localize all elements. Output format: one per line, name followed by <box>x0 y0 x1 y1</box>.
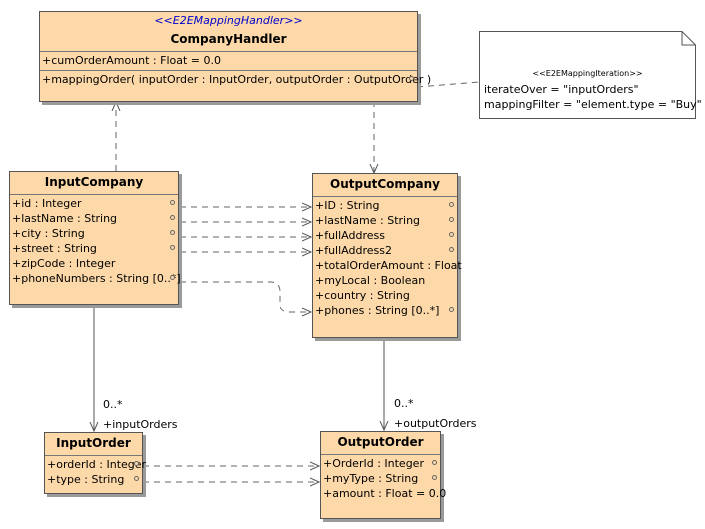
operation-row: +mappingOrder( inputOrder : InputOrder, … <box>42 73 432 86</box>
note-e2emappingiteration[interactable]: <<E2EMappingIteration>> iterateOver = "i… <box>479 31 702 119</box>
attributes-section: +orderId : Integer +type : String <box>45 455 147 489</box>
note-stereotype: <<E2EMappingIteration>> <box>532 69 643 78</box>
class-header: OutputCompany <box>313 174 457 196</box>
attribute-row: +phones : String [0..*] <box>315 303 457 318</box>
port-icon <box>170 200 175 205</box>
attribute-row: +OrderId : Integer <box>323 456 440 471</box>
class-name: InputCompany <box>44 175 144 189</box>
note-line: iterateOver = "inputOrders" <box>484 83 639 96</box>
attributes-section: +ID : String +lastName : String +fullAdd… <box>313 196 462 320</box>
port-icon <box>170 215 175 220</box>
role-label: +outputOrders <box>394 417 477 430</box>
class-header: <<E2EMappingHandler>> CompanyHandler <box>40 12 417 46</box>
port-icon <box>134 476 139 481</box>
operations-section: +mappingOrder( inputOrder : InputOrder, … <box>40 70 432 89</box>
class-name: OutputCompany <box>330 177 440 191</box>
port-icon <box>432 460 437 465</box>
attribute-row: +street : String <box>12 241 178 256</box>
class-outputorder[interactable]: OutputOrder +OrderId : Integer +myType :… <box>320 431 447 519</box>
port-icon <box>409 76 414 81</box>
note-shape <box>479 31 696 119</box>
port-icon <box>449 247 454 252</box>
attribute-row: +totalOrderAmount : Float <box>315 259 462 272</box>
attribute-row: +phoneNumbers : String [0..*] <box>12 272 181 285</box>
stereotype-label: <<E2EMappingHandler>> <box>154 14 303 27</box>
attribute-row: +city : String <box>12 226 178 241</box>
attribute-row: +type : String <box>47 472 142 487</box>
attribute-row: +fullAddress <box>315 228 457 243</box>
attribute-row: +myType : String <box>323 471 440 486</box>
attribute-row: +myLocal : Boolean <box>315 274 426 287</box>
mapping-phones <box>180 281 311 312</box>
attribute-row: +country : String <box>315 289 410 302</box>
port-icon <box>432 475 437 480</box>
class-companyhandler[interactable]: <<E2EMappingHandler>> CompanyHandler +cu… <box>39 11 432 102</box>
port-icon <box>449 217 454 222</box>
class-header: OutputOrder <box>321 432 440 454</box>
port-icon <box>170 275 175 280</box>
class-name: InputOrder <box>56 436 131 450</box>
attribute-row: +ID : String <box>315 198 457 213</box>
class-name: OutputOrder <box>337 435 424 449</box>
attribute-row: +orderId : Integer <box>47 458 147 471</box>
class-outputcompany[interactable]: OutputCompany +ID : String +lastName : S… <box>312 173 462 338</box>
attribute-row: +lastName : String <box>315 213 457 228</box>
attribute-row: +amount : Float = 0.0 <box>323 487 447 500</box>
attribute-row: +zipCode : Integer <box>12 257 116 270</box>
attributes-section: +cumOrderAmount : Float = 0.0 <box>40 51 417 70</box>
port-icon <box>170 245 175 250</box>
attribute-row: +cumOrderAmount : Float = 0.0 <box>42 54 222 67</box>
class-inputorder[interactable]: InputOrder +orderId : Integer +type : St… <box>44 432 147 494</box>
role-label: +inputOrders <box>103 418 178 431</box>
port-icon <box>134 461 139 466</box>
multiplicity-label: 0..* <box>103 398 123 411</box>
class-header: InputCompany <box>10 172 178 194</box>
port-icon <box>449 232 454 237</box>
attributes-section: +id : Integer +lastName : String +city :… <box>10 194 181 288</box>
port-icon <box>449 307 454 312</box>
port-icon <box>170 230 175 235</box>
class-inputcompany[interactable]: InputCompany +id : Integer +lastName : S… <box>9 171 181 305</box>
note-line: mappingFilter = "element.type = "Buy" <box>484 98 702 111</box>
class-header: InputOrder <box>45 433 142 455</box>
attributes-section: +OrderId : Integer +myType : String +amo… <box>321 454 447 503</box>
attribute-row: +lastName : String <box>12 211 178 226</box>
attribute-row: +fullAddress2 <box>315 243 457 258</box>
port-icon <box>449 202 454 207</box>
attribute-row: +id : Integer <box>12 196 178 211</box>
multiplicity-label: 0..* <box>394 397 414 410</box>
class-name: CompanyHandler <box>170 32 287 46</box>
